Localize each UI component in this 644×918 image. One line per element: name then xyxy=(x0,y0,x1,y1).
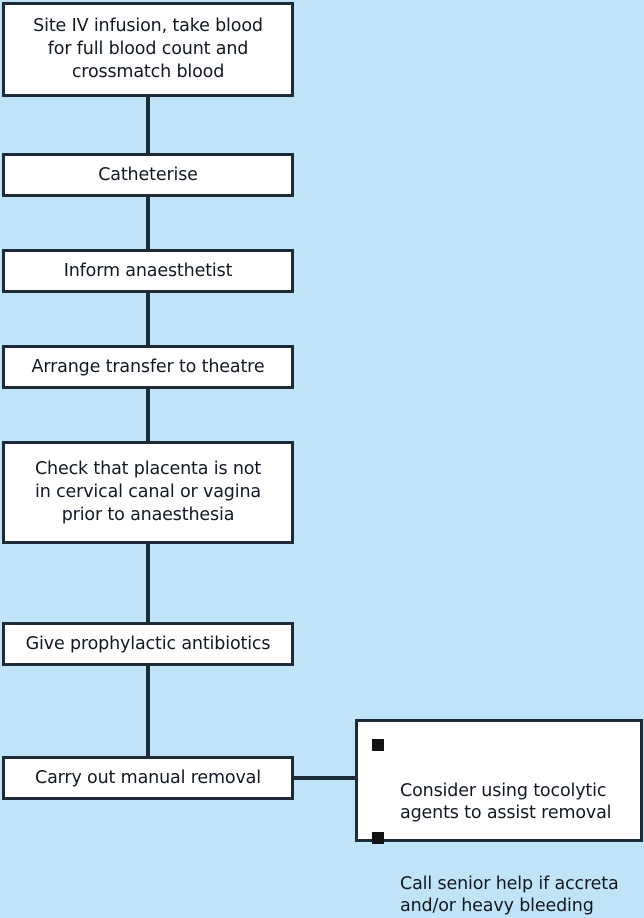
node-label: Inform anaesthetist xyxy=(63,260,233,281)
note-box-tocolytic-and-senior-help[interactable]: Consider using tocolytic agents to assis… xyxy=(355,719,643,916)
node-catheterise[interactable]: Catheterise xyxy=(2,153,294,197)
node-give-prophylactic-antibiotics[interactable]: Give prophylactic antibiotics xyxy=(2,622,294,666)
list-item: Consider using tocolytic agents to assis… xyxy=(372,734,630,825)
node-carry-out-manual-removal[interactable]: Carry out manual removal xyxy=(2,756,294,800)
connector-n4-n5 xyxy=(146,387,150,443)
node-inform-anaesthetist[interactable]: Inform anaesthetist xyxy=(2,249,294,293)
node-label: Give prophylactic antibiotics xyxy=(25,633,271,654)
node-label: Catheterise xyxy=(98,164,198,185)
square-bullet-icon xyxy=(372,739,384,751)
node-label: Site IV infusion, take blood for full bl… xyxy=(33,16,263,82)
square-bullet-icon xyxy=(372,832,384,844)
connector-n5-n6 xyxy=(146,542,150,624)
list-item: Call senior help if accreta and/or heavy… xyxy=(372,827,630,918)
connector-n1-n2 xyxy=(146,95,150,155)
node-site-iv-infusion[interactable]: Site IV infusion, take blood for full bl… xyxy=(2,2,294,97)
note-bullet-list: Consider using tocolytic agents to assis… xyxy=(372,734,630,918)
connector-n7-note xyxy=(292,776,358,780)
connector-n6-n7 xyxy=(146,664,150,758)
note-bullet-text: Call senior help if accreta and/or heavy… xyxy=(400,873,619,917)
node-label: Arrange transfer to theatre xyxy=(31,356,265,377)
node-arrange-transfer-to-theatre[interactable]: Arrange transfer to theatre xyxy=(2,345,294,389)
connector-n2-n3 xyxy=(146,195,150,251)
node-check-placenta[interactable]: Check that placenta is not in cervical c… xyxy=(2,441,294,544)
node-label: Carry out manual removal xyxy=(35,767,261,788)
connector-n3-n4 xyxy=(146,291,150,347)
note-bullet-text: Consider using tocolytic agents to assis… xyxy=(400,780,612,824)
node-label: Check that placenta is not in cervical c… xyxy=(34,459,262,525)
